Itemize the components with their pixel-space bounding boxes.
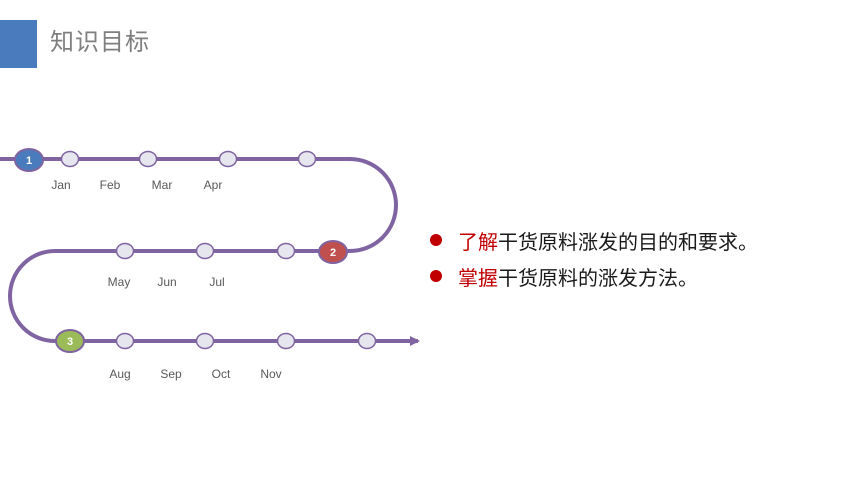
month-label: Jun [157, 275, 176, 289]
goal-text: 干货原料涨发的目的和要求。 [498, 229, 758, 254]
stage-marker [14, 148, 44, 172]
timeline-node [115, 242, 135, 260]
stage-number: 1 [26, 155, 32, 167]
timeline-node [297, 150, 317, 168]
month-label: Jul [209, 275, 224, 289]
stage-marker [55, 329, 85, 353]
timeline-node [60, 150, 80, 168]
stage-marker [318, 240, 348, 264]
goal-highlight: 掌握 [458, 265, 498, 290]
knowledge-goals-list: 了解干货原料涨发的目的和要求。 掌握干货原料的涨发方法。 [430, 222, 758, 294]
month-label: Jan [51, 178, 70, 192]
timeline-node [115, 332, 135, 350]
timeline-node [276, 332, 296, 350]
month-label: Mar [152, 178, 173, 192]
timeline-node [138, 150, 158, 168]
timeline-node [276, 242, 296, 260]
month-label: May [108, 275, 131, 289]
month-label: Oct [212, 367, 231, 381]
month-label: Apr [204, 178, 223, 192]
goal-highlight: 了解 [458, 229, 498, 254]
goal-item: 了解干货原料涨发的目的和要求。 [430, 222, 758, 258]
month-label: Feb [100, 178, 121, 192]
timeline-node [357, 332, 377, 350]
page-title: 知识目标 [50, 28, 150, 56]
timeline-node [218, 150, 238, 168]
goal-item: 掌握干货原料的涨发方法。 [430, 258, 758, 294]
month-label: Sep [160, 367, 182, 381]
title-accent-block [0, 20, 37, 68]
bullet-dot-icon [430, 234, 442, 246]
goal-text: 干货原料的涨发方法。 [498, 265, 698, 290]
month-label: Aug [109, 367, 130, 381]
stage-number: 3 [67, 336, 73, 348]
stage-number: 2 [330, 247, 336, 259]
month-label: Nov [260, 367, 281, 381]
timeline-node [195, 242, 215, 260]
timeline-node [195, 332, 215, 350]
bullet-dot-icon [430, 270, 442, 282]
